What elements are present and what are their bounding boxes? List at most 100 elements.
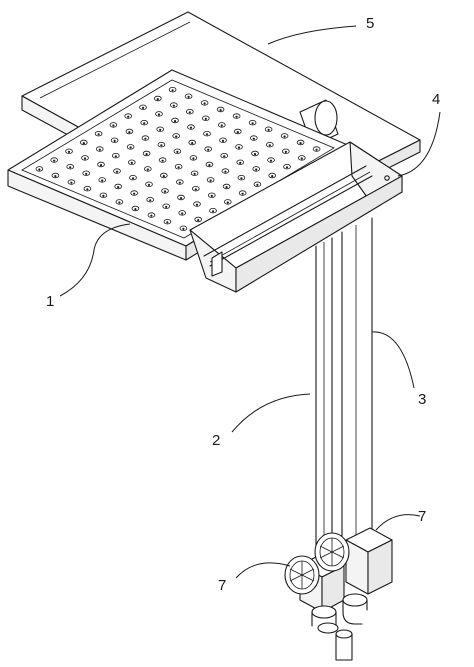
nozzle-hole-shadow <box>163 190 167 193</box>
nozzle-hole-shadow <box>176 150 179 153</box>
nozzle-hole-shadow <box>181 212 184 215</box>
nozzle-hole-shadow <box>194 188 197 191</box>
nozzle-hole-shadow <box>67 150 71 153</box>
nozzle-hole-shadow <box>203 102 206 105</box>
nozzle-hole-shadow <box>82 142 85 145</box>
nozzle-hole-shadow <box>141 106 145 109</box>
nozzle-hole-shadow <box>129 146 132 149</box>
pipe-right <box>341 217 373 541</box>
nozzle-hole-shadow <box>143 122 146 125</box>
nozzle-hole-shadow <box>171 89 174 92</box>
nozzle-hole-shadow <box>144 137 147 140</box>
nozzle-hole-shadow <box>53 159 56 162</box>
nozzle-hole-shadow <box>69 166 72 169</box>
nozzle-hole-shadow <box>115 170 119 173</box>
nozzle-hole-shadow <box>256 183 259 186</box>
callout-1: 1 <box>46 293 54 310</box>
nozzle-hole-shadow <box>70 181 73 184</box>
nozzle-hole-shadow <box>236 131 239 134</box>
nozzle-hole-shadow <box>252 137 255 140</box>
nozzle-hole-shadow <box>268 144 271 147</box>
nozzle-hole-shadow <box>117 186 120 189</box>
outlet-fittings <box>311 593 368 661</box>
nozzle-hole-shadow <box>98 148 101 151</box>
nozzle-hole-shadow <box>204 117 207 120</box>
nozzle-hole-shadow <box>299 142 302 145</box>
nozzle-hole-shadow <box>173 120 177 123</box>
nozzle-hole-shadow <box>147 183 151 186</box>
leader-lines <box>59 25 441 579</box>
nozzle-hole-shadow <box>225 186 228 189</box>
nozzle-hole-shadow <box>271 175 274 178</box>
nozzle-hole-shadow <box>195 203 199 206</box>
handwheel-left <box>284 555 320 595</box>
nozzle-hole-shadow <box>208 164 211 167</box>
nozzle-hole-shadow <box>86 188 89 191</box>
nozzle-hole-shadow <box>192 157 195 160</box>
nozzle-hole-shadow <box>149 199 152 202</box>
nozzle-hole-shadow <box>118 201 121 204</box>
nozzle-hole-shadow <box>172 104 175 107</box>
callout-3: 3 <box>418 391 426 408</box>
nozzle-hole-shadow <box>221 139 225 142</box>
handwheel-right <box>314 532 350 572</box>
nozzle-hole-shadow <box>226 201 229 204</box>
valve-block-right <box>345 527 393 595</box>
callout-5: 5 <box>366 15 374 32</box>
nozzle-hole-shadow <box>179 197 183 200</box>
nozzle-hole-shadow <box>133 192 136 195</box>
nozzle-hole-shadow <box>284 150 287 153</box>
nozzle-hole-shadow <box>162 175 165 178</box>
nozzle-hole-shadow <box>193 172 196 175</box>
nozzle-hole-shadow <box>210 194 213 197</box>
nozzle-hole-shadow <box>224 170 227 173</box>
nozzle-hole-shadow <box>134 208 137 211</box>
nozzle-hole-shadow <box>160 144 163 147</box>
nozzle-hole-shadow <box>285 166 289 169</box>
nozzle-hole-shadow <box>114 155 117 158</box>
nozzle-hole-shadow <box>130 161 133 164</box>
nozzle-hole-shadow <box>240 177 243 180</box>
nozzle-hole-shadow <box>150 214 153 217</box>
nozzle-hole-shadow <box>207 148 210 151</box>
nozzle-hole-shadow <box>205 133 209 136</box>
nozzle-hole-shadow <box>127 115 130 118</box>
nozzle-hole-shadow <box>166 221 169 224</box>
nozzle-hole-shadow <box>283 135 286 138</box>
callout-2: 2 <box>212 432 220 449</box>
nozzle-hole-shadow <box>235 115 238 118</box>
callout-4: 4 <box>432 91 440 108</box>
nozzle-hole-shadow <box>223 155 226 158</box>
nozzle-hole-shadow <box>300 157 303 160</box>
nozzle-hole-shadow <box>97 133 100 136</box>
nozzle-hole-shadow <box>175 135 178 138</box>
nozzle-hole-shadow <box>267 128 270 131</box>
nozzle-hole-shadow <box>38 168 41 171</box>
pipe-left <box>315 237 333 556</box>
nozzle-hole-shadow <box>146 168 149 171</box>
callout-7-right: 7 <box>418 508 426 525</box>
nozzle-hole-shadow <box>237 146 241 149</box>
nozzle-hole-shadow <box>145 153 148 156</box>
nozzle-hole-shadow <box>178 181 181 184</box>
nozzle-hole-shadow <box>189 126 193 129</box>
nozzle-hole-shadow <box>191 142 194 145</box>
nozzle-hole-shadow <box>219 109 222 112</box>
nozzle-hole-shadow <box>157 113 161 116</box>
nozzle-hole-shadow <box>128 131 131 134</box>
nozzle-grid <box>35 86 321 231</box>
nozzle-hole-shadow <box>102 194 105 197</box>
nozzle-hole-shadow <box>165 205 168 208</box>
nozzle-hole-shadow <box>85 172 88 175</box>
side-housing <box>189 141 403 293</box>
nozzle-hole-shadow <box>239 161 242 164</box>
nozzle-hole-shadow <box>161 159 164 162</box>
nozzle-hole-shadow <box>182 227 185 230</box>
nozzle-hole-shadow <box>177 166 180 169</box>
nozzle-hole-shadow <box>112 124 115 127</box>
nozzle-hole-shadow <box>211 210 215 213</box>
nozzle-hole-shadow <box>99 164 103 167</box>
nozzle-hole-shadow <box>187 95 190 98</box>
nozzle-hole-shadow <box>269 159 273 162</box>
